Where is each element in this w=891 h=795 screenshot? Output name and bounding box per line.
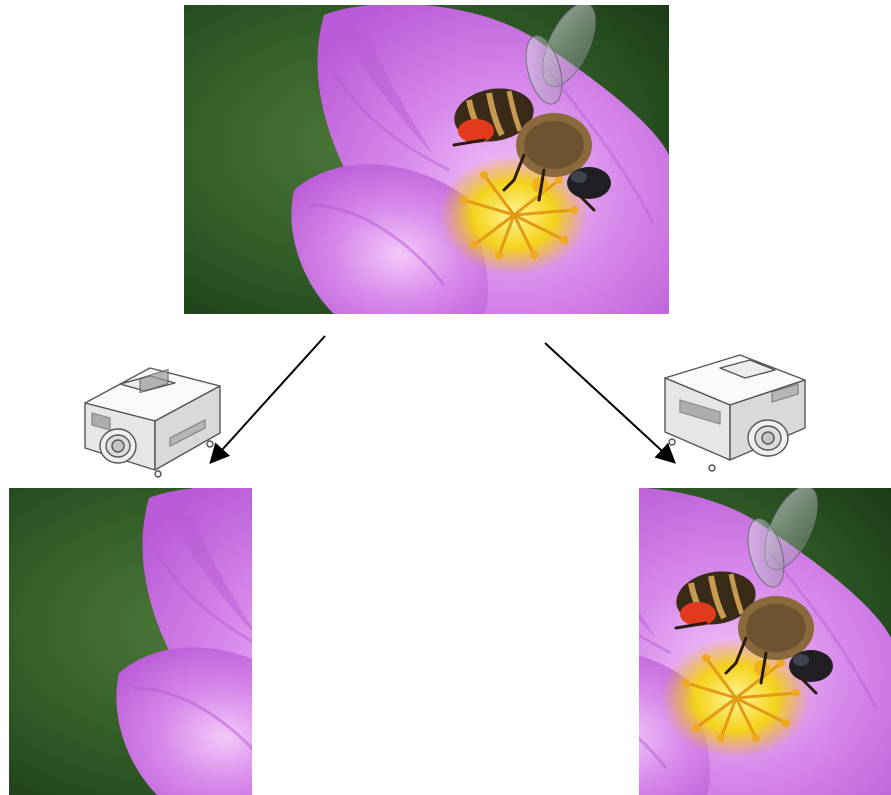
left-output-image [9, 488, 252, 795]
projector-icon [80, 358, 222, 480]
arrow-to-left-projector [212, 336, 325, 461]
flower-bee-photo-right-crop [639, 488, 891, 795]
left-projector [80, 358, 222, 480]
right-projector [660, 350, 810, 478]
arrow-to-right-projector [545, 343, 673, 461]
projector-icon [660, 350, 810, 478]
right-output-image [639, 488, 891, 795]
source-image [184, 5, 669, 314]
flower-bee-photo-left-crop [9, 488, 252, 795]
flower-bee-photo [184, 5, 669, 314]
